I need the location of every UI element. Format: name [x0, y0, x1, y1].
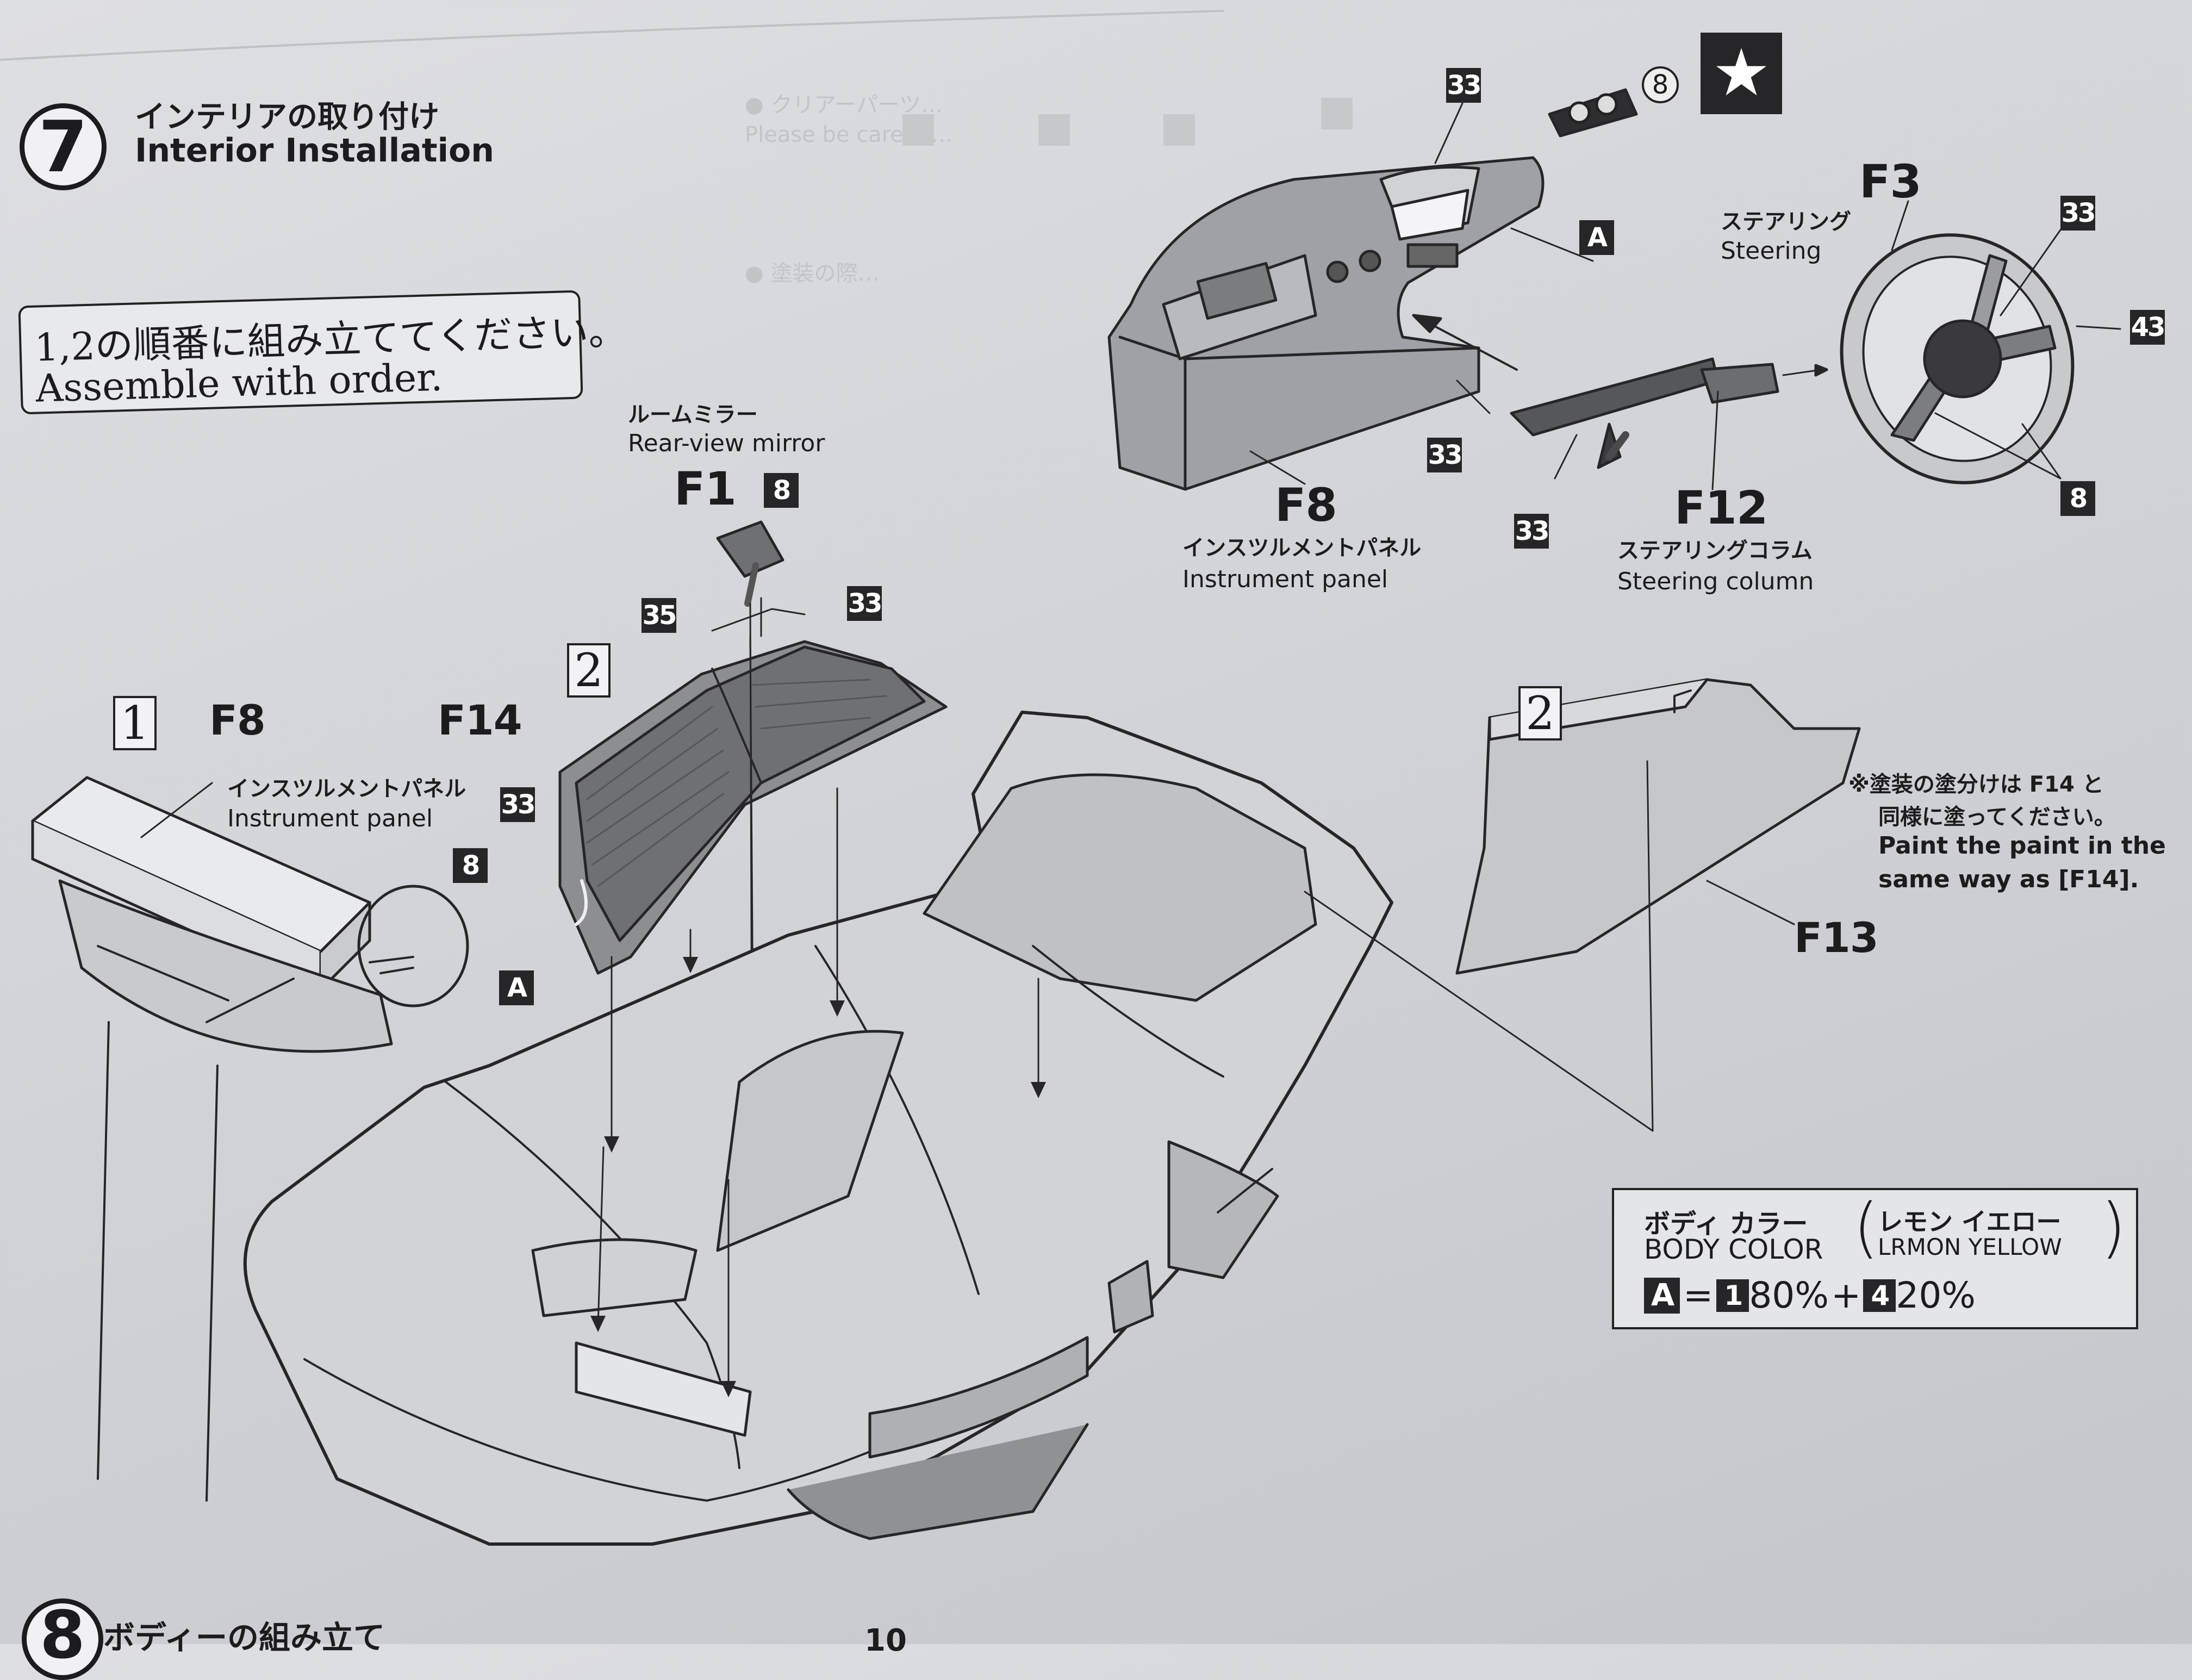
body-color-paren-close: ) — [2101, 1190, 2126, 1266]
car-body-drawing — [243, 711, 1654, 1546]
color-code-badge: 35 — [642, 598, 677, 633]
body-color-title-jp: ボディ カラー — [1644, 1209, 1808, 1239]
f13-note-jp-2: 同様に塗ってください。 — [1878, 805, 2116, 830]
step-order-2-right: 2 — [1518, 686, 1562, 741]
step1-panel-label-jp: インスツルメントパネル — [227, 776, 466, 801]
color-code-badge: 8 — [453, 848, 488, 883]
color-code-badge: 8 — [764, 473, 799, 508]
color-code-badge: 4 — [1863, 1279, 1896, 1312]
next-step-badge: 8 — [22, 1598, 103, 1680]
assembly-diagram — [0, 10, 2121, 1546]
steering-column-label-jp: ステアリングコラム — [1617, 538, 1813, 563]
paint-circle-number: 8 — [1652, 70, 1669, 100]
body-color-mix: A = 1 80% + 4 20% — [1644, 1274, 1976, 1316]
step-order-1: 1 — [113, 696, 157, 750]
step-title-en: Interior Installation — [135, 132, 494, 170]
step-number: 7 — [38, 105, 88, 188]
part-f1-label: F1 — [674, 462, 737, 515]
instrument-panel-label-en: Instrument panel — [1182, 565, 1388, 593]
step1-panel-label-en: Instrument panel — [227, 805, 433, 832]
body-color-paren: ( — [1853, 1190, 1879, 1266]
mix-percent-2: 20% — [1896, 1274, 1976, 1316]
f13-note-jp-1: ※塗装の塗分けは F14 と — [1848, 772, 2104, 797]
assembly-order-note: 1,2の順番に組み立ててください。 Assemble with order. — [18, 290, 627, 415]
paint-mix-badge: A — [1579, 220, 1614, 255]
instrument-panel-label-jp: インスツルメントパネル — [1182, 536, 1422, 561]
steering-label-jp: ステアリング — [1721, 209, 1851, 234]
mix-percent-1: 80% — [1749, 1274, 1829, 1316]
f13-note-en-2: same way as [F14]. — [1878, 866, 2139, 893]
mix-equals: = — [1683, 1274, 1714, 1316]
part-f13-label: F13 — [1794, 913, 1879, 962]
steering-column-drawing — [1510, 357, 1828, 490]
step1-panel-drawing — [31, 776, 469, 1502]
rear-mirror-label-en: Rear-view mirror — [628, 430, 825, 457]
body-color-title-en: BODY COLOR — [1644, 1234, 1823, 1265]
color-code-badge: 1 — [1716, 1279, 1749, 1312]
part-f3-label: F3 — [1859, 155, 1922, 208]
color-code-badge: 43 — [2130, 310, 2165, 345]
dashboard-drawing — [1107, 88, 1638, 491]
steering-wheel-drawing — [1840, 200, 2121, 484]
step-order-2-left: 2 — [567, 643, 611, 698]
color-code-badge: 8 — [2060, 481, 2095, 516]
steering-label-en: Steering — [1721, 237, 1822, 265]
page-number: 10 — [864, 1623, 907, 1658]
part-f8-label: F8 — [1275, 478, 1337, 532]
color-code-badge: 33 — [1446, 68, 1481, 103]
rear-mirror-label-jp: ルームミラー — [628, 402, 758, 427]
paint-circle-code: 8 — [1642, 66, 1679, 103]
steering-column-label-en: Steering column — [1617, 568, 1814, 595]
next-step-title-jp: ボディーの組み立て — [103, 1619, 385, 1656]
color-code-badge: 33 — [500, 787, 535, 822]
f13-note-en-1: Paint the paint in the — [1878, 832, 2166, 860]
mix-plus: + — [1831, 1274, 1861, 1316]
part-f8-step1-label: F8 — [209, 696, 266, 744]
body-color-box: ボディ カラー BODY COLOR ( レモン イエロー LRMON YELL… — [1612, 1188, 2138, 1329]
part-f12-label: F12 — [1674, 481, 1768, 534]
step-title-jp: インテリアの取り付け — [135, 99, 439, 135]
star-icon: ★ — [1701, 33, 1782, 114]
body-color-name-jp: レモン イエロー — [1878, 1207, 2062, 1236]
f13-panel-drawing — [1455, 678, 1861, 1132]
color-code-badge: 33 — [847, 586, 882, 621]
step-number-badge: 7 — [20, 103, 107, 190]
part-f14-label: F14 — [438, 696, 522, 744]
color-code-badge: 33 — [1514, 514, 1549, 549]
color-code-badge: 33 — [2060, 196, 2096, 231]
color-code-badge: 33 — [1427, 438, 1462, 472]
paint-mix-badge: A — [1644, 1277, 1680, 1314]
paint-mix-badge: A — [499, 970, 534, 1005]
body-color-name-en: LRMON YELLOW — [1878, 1234, 2062, 1260]
next-step-number: 8 — [40, 1598, 85, 1673]
